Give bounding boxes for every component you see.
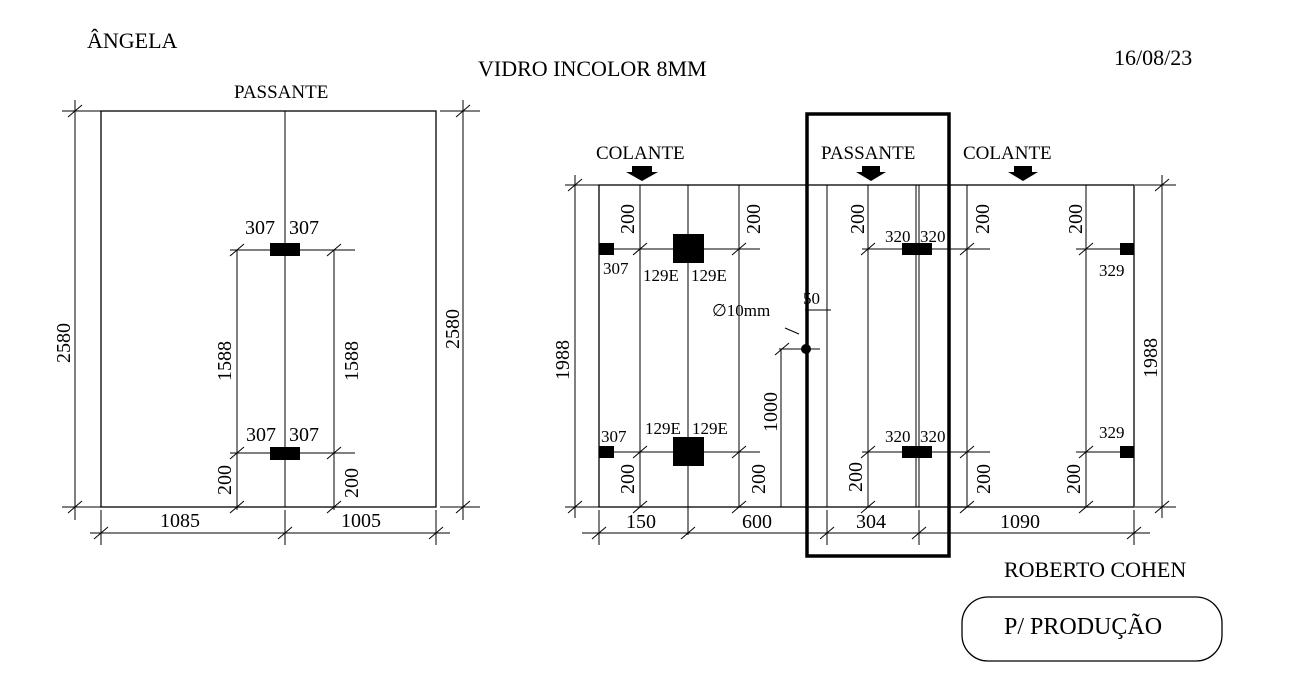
arrow-down-icon [1008,166,1038,181]
left-bottom-gap-right: 200 [341,468,363,498]
production-status-box [961,596,1223,662]
left-panel-title: PASSANTE [234,82,328,103]
hole-height: 1000 [760,392,782,432]
client-name-bottom: ROBERTO COHEN [1004,557,1186,582]
left-height-dim: 2580 [53,323,75,363]
left-bottom-hinge [270,447,300,460]
left-bottom-dim-left: 307 [246,424,276,446]
edge-right-bottom-dim: 329 [1099,423,1125,442]
top-gap-c: 200 [847,204,869,234]
edge-clamp-bottom-right [1120,446,1134,458]
edge-right-top-dim: 329 [1099,261,1125,280]
edge-left-top-dim: 307 [603,259,629,278]
production-status-label: P/ PRODUÇÃO [1004,614,1162,640]
edge-left-bottom-dim: 307 [601,427,627,446]
right-panel-height-right: 1988 [1140,338,1162,378]
center-top-right-dim: 129E [691,266,727,285]
bottom-gap-b: 200 [748,464,770,494]
right-width-d: 1090 [1000,511,1040,533]
bottom-gap-e: 200 [1063,464,1085,494]
center-clamp-top [673,234,704,263]
bottom-gap-a: 200 [617,464,639,494]
left-bottom-dim-right: 307 [289,424,319,446]
label-passante: PASSANTE [821,143,915,164]
left-width-dim-b: 1005 [341,510,381,532]
left-bottom-gap-left: 200 [214,465,236,495]
left-top-hinge [270,243,300,256]
top-gap-d: 200 [972,204,994,234]
top-gap-e: 200 [1065,204,1087,234]
edge-clamp-top-right [1120,243,1134,255]
right-width-c: 304 [856,511,886,533]
right-height-dim: 2580 [442,309,464,349]
right-width-a: 150 [626,511,656,533]
center-bottom-right-dim: 129E [692,419,728,438]
right-width-b: 600 [742,511,772,533]
center-top-left-dim: 129E [643,266,679,285]
client-name-top: ÂNGELA [87,28,178,53]
arrow-down-icon [626,166,658,181]
right-glass-panel: COLANTE PASSANTE COLANTE [552,112,1176,558]
center-bottom-left-dim: 129E [645,419,681,438]
hinge-bottom [902,446,932,458]
material-title: VIDRO INCOLOR 8MM [478,56,707,81]
left-top-dim-right: 307 [289,217,319,239]
right-panel-height-left: 1988 [552,340,574,380]
label-colante-left: COLANTE [596,143,685,164]
bottom-gap-d: 200 [973,464,995,494]
arrow-down-icon [856,166,886,181]
center-clamp-bottom [673,437,704,466]
hole-diameter: ∅10mm [712,301,770,320]
left-mid-dim-left: 1588 [214,341,236,381]
drawing-date: 16/08/23 [1114,45,1192,70]
hinge-top-left-dim: 320 [885,227,911,246]
edge-clamp-bottom-left [599,446,614,458]
bottom-gap-c: 200 [845,462,867,492]
hinge-bottom-right-dim: 320 [920,427,946,446]
top-gap-b: 200 [743,204,765,234]
edge-clamp-top-left [599,243,614,255]
left-width-dim-a: 1085 [160,510,200,532]
right-panel-outline [598,184,1135,508]
left-mid-dim-right: 1588 [341,341,363,381]
left-top-dim-left: 307 [245,217,275,239]
hinge-top [902,243,932,255]
hinge-top-right-dim: 320 [920,227,946,246]
hinge-bottom-left-dim: 320 [885,427,911,446]
passante-highlight-box [805,112,951,558]
left-glass-panel: PASSANTE 307 307 307 307 1588 1588 200 2… [53,82,480,545]
label-colante-right: COLANTE [963,143,1052,164]
left-panel-outline [100,110,437,508]
top-gap-a: 200 [617,204,639,234]
